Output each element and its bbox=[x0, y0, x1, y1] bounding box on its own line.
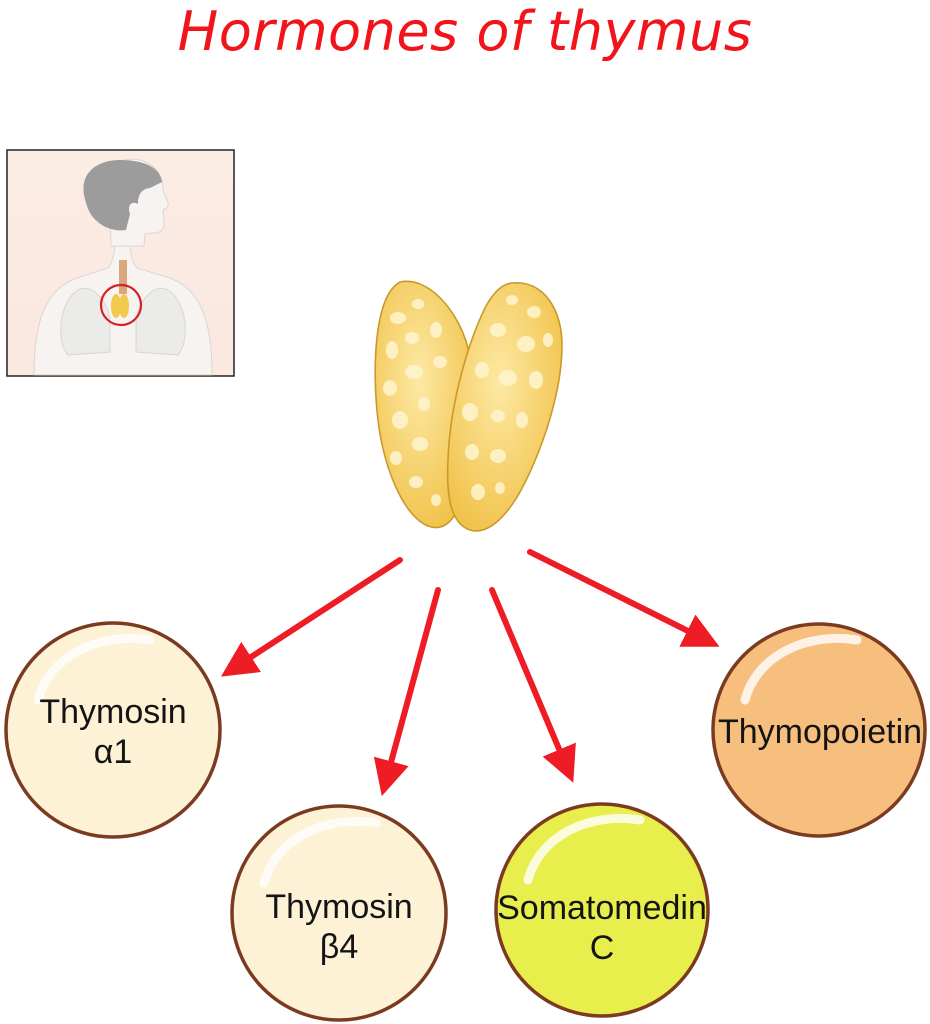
hormone-circle-thymopoietin bbox=[711, 622, 927, 838]
label-thymosin-b4: Thymosin β4 bbox=[265, 887, 412, 967]
label-line1: Thymosin bbox=[39, 693, 187, 731]
hormone-circle-somatomedin-c bbox=[494, 802, 710, 1018]
arrow-to-thymopoietin bbox=[527, 549, 720, 647]
label-line2: β4 bbox=[319, 928, 359, 966]
label-line1: Thymopoietin bbox=[717, 713, 923, 751]
thymus-gland bbox=[374, 280, 563, 532]
diagram-title: Hormones of thymus bbox=[177, 0, 753, 63]
label-somatomedin-c: Somatomedin C bbox=[497, 888, 707, 968]
hormone-circle-thymosin-b4 bbox=[230, 804, 448, 1022]
thymus-highlight-circle bbox=[99, 283, 143, 327]
arrow-to-somatomedin-c bbox=[489, 587, 576, 783]
label-line1: Thymosin bbox=[265, 888, 413, 926]
hormone-circle-thymosin-a1 bbox=[4, 621, 222, 839]
label-line2: C bbox=[589, 929, 615, 967]
arrow-to-thymosin-b4 bbox=[373, 587, 441, 797]
label-line1: Somatomedin bbox=[497, 889, 707, 927]
arrows bbox=[220, 549, 720, 797]
body-location-inset bbox=[6, 149, 235, 377]
hormone-circles bbox=[4, 621, 927, 1022]
arrow-to-thymosin-a1 bbox=[220, 557, 403, 677]
label-thymosin-a1: Thymosin α1 bbox=[39, 692, 186, 772]
label-line2: α1 bbox=[93, 733, 133, 771]
label-thymopoietin: Thymopoietin bbox=[718, 712, 922, 752]
